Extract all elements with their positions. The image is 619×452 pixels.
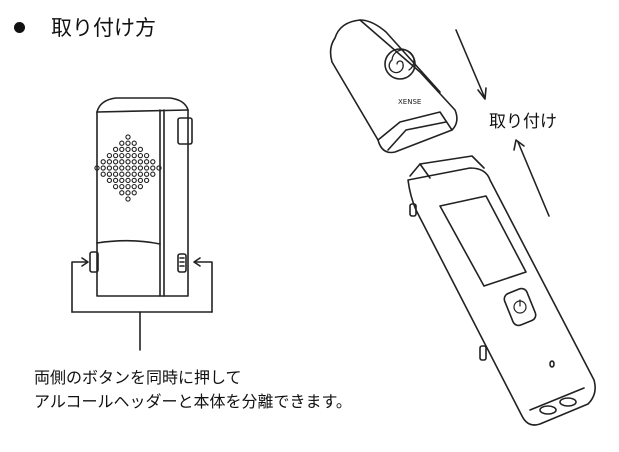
grille-hole <box>137 146 144 153</box>
grille-hole <box>106 159 113 165</box>
grille-hole <box>106 152 113 159</box>
attach-label: 取り付け <box>489 112 557 132</box>
grille-hole <box>143 177 150 184</box>
alcohol-header: XENSE <box>329 19 458 154</box>
grille-hole <box>125 159 131 165</box>
section-heading: 取り付け方 <box>14 12 156 42</box>
heading-text: 取り付け方 <box>51 16 156 40</box>
logo-text: XENSE <box>398 98 421 106</box>
grille-hole <box>131 159 137 165</box>
grille-hole <box>112 152 119 159</box>
grille-hole <box>143 159 150 165</box>
grille-hole <box>150 165 156 171</box>
grille-hole <box>106 165 113 171</box>
press-arrows <box>71 257 213 351</box>
attach-arrows <box>455 29 550 217</box>
grille-hole <box>125 152 131 159</box>
grille-hole <box>119 171 125 177</box>
grille-hole <box>125 165 131 171</box>
grille-hole <box>125 183 131 190</box>
grille-hole <box>150 171 156 177</box>
grille-hole <box>131 177 137 184</box>
grille-hole <box>94 165 100 171</box>
grille-hole <box>131 183 137 190</box>
grille-hole <box>125 190 131 196</box>
grille-hole <box>125 140 131 146</box>
grille-hole <box>100 159 106 165</box>
instruction-text: 両側のボタンを同時に押して アルコールヘッダーと本体を分離できます。 <box>34 366 352 414</box>
grille-hole <box>125 177 131 184</box>
grille-hole <box>119 165 125 171</box>
vent-grille <box>94 134 162 202</box>
grille-hole <box>143 171 150 177</box>
grille-hole <box>112 146 119 153</box>
grille-hole <box>125 196 131 202</box>
grille-hole <box>137 177 144 184</box>
grille-hole <box>119 183 125 190</box>
grille-hole <box>125 171 131 177</box>
grille-hole <box>156 165 162 171</box>
grille-hole <box>131 190 137 196</box>
grille-hole <box>137 183 144 190</box>
grille-hole <box>119 152 125 159</box>
grille-hole <box>112 183 119 190</box>
grille-hole <box>100 171 106 177</box>
grille-hole <box>112 165 119 171</box>
grille-hole <box>106 177 113 184</box>
grille-hole <box>119 177 125 184</box>
instruction-line-2: アルコールヘッダーと本体を分離できます。 <box>34 392 352 411</box>
grille-hole <box>119 140 125 146</box>
grille-hole <box>112 159 119 165</box>
grille-hole <box>137 152 144 159</box>
grille-hole <box>125 146 131 153</box>
grille-hole <box>119 190 125 196</box>
grille-hole <box>137 171 144 177</box>
left-device <box>89 97 193 297</box>
grille-hole <box>112 177 119 184</box>
grille-hole <box>137 165 144 171</box>
grille-hole <box>131 171 137 177</box>
main-body <box>407 155 596 426</box>
grille-hole <box>131 146 137 153</box>
grille-hole <box>119 159 125 165</box>
grille-hole <box>150 159 156 165</box>
grille-hole <box>143 152 150 159</box>
grille-hole <box>106 171 113 177</box>
grille-hole <box>131 165 137 171</box>
grille-hole <box>131 140 137 146</box>
grille-hole <box>112 171 119 177</box>
grille-hole <box>119 146 125 153</box>
grille-hole <box>143 165 150 171</box>
grille-hole <box>100 165 106 171</box>
grille-hole <box>137 159 144 165</box>
grille-hole <box>125 134 131 140</box>
grille-hole <box>131 152 137 159</box>
instruction-line-1: 両側のボタンを同時に押して <box>34 368 242 387</box>
bullet-icon <box>14 21 25 33</box>
